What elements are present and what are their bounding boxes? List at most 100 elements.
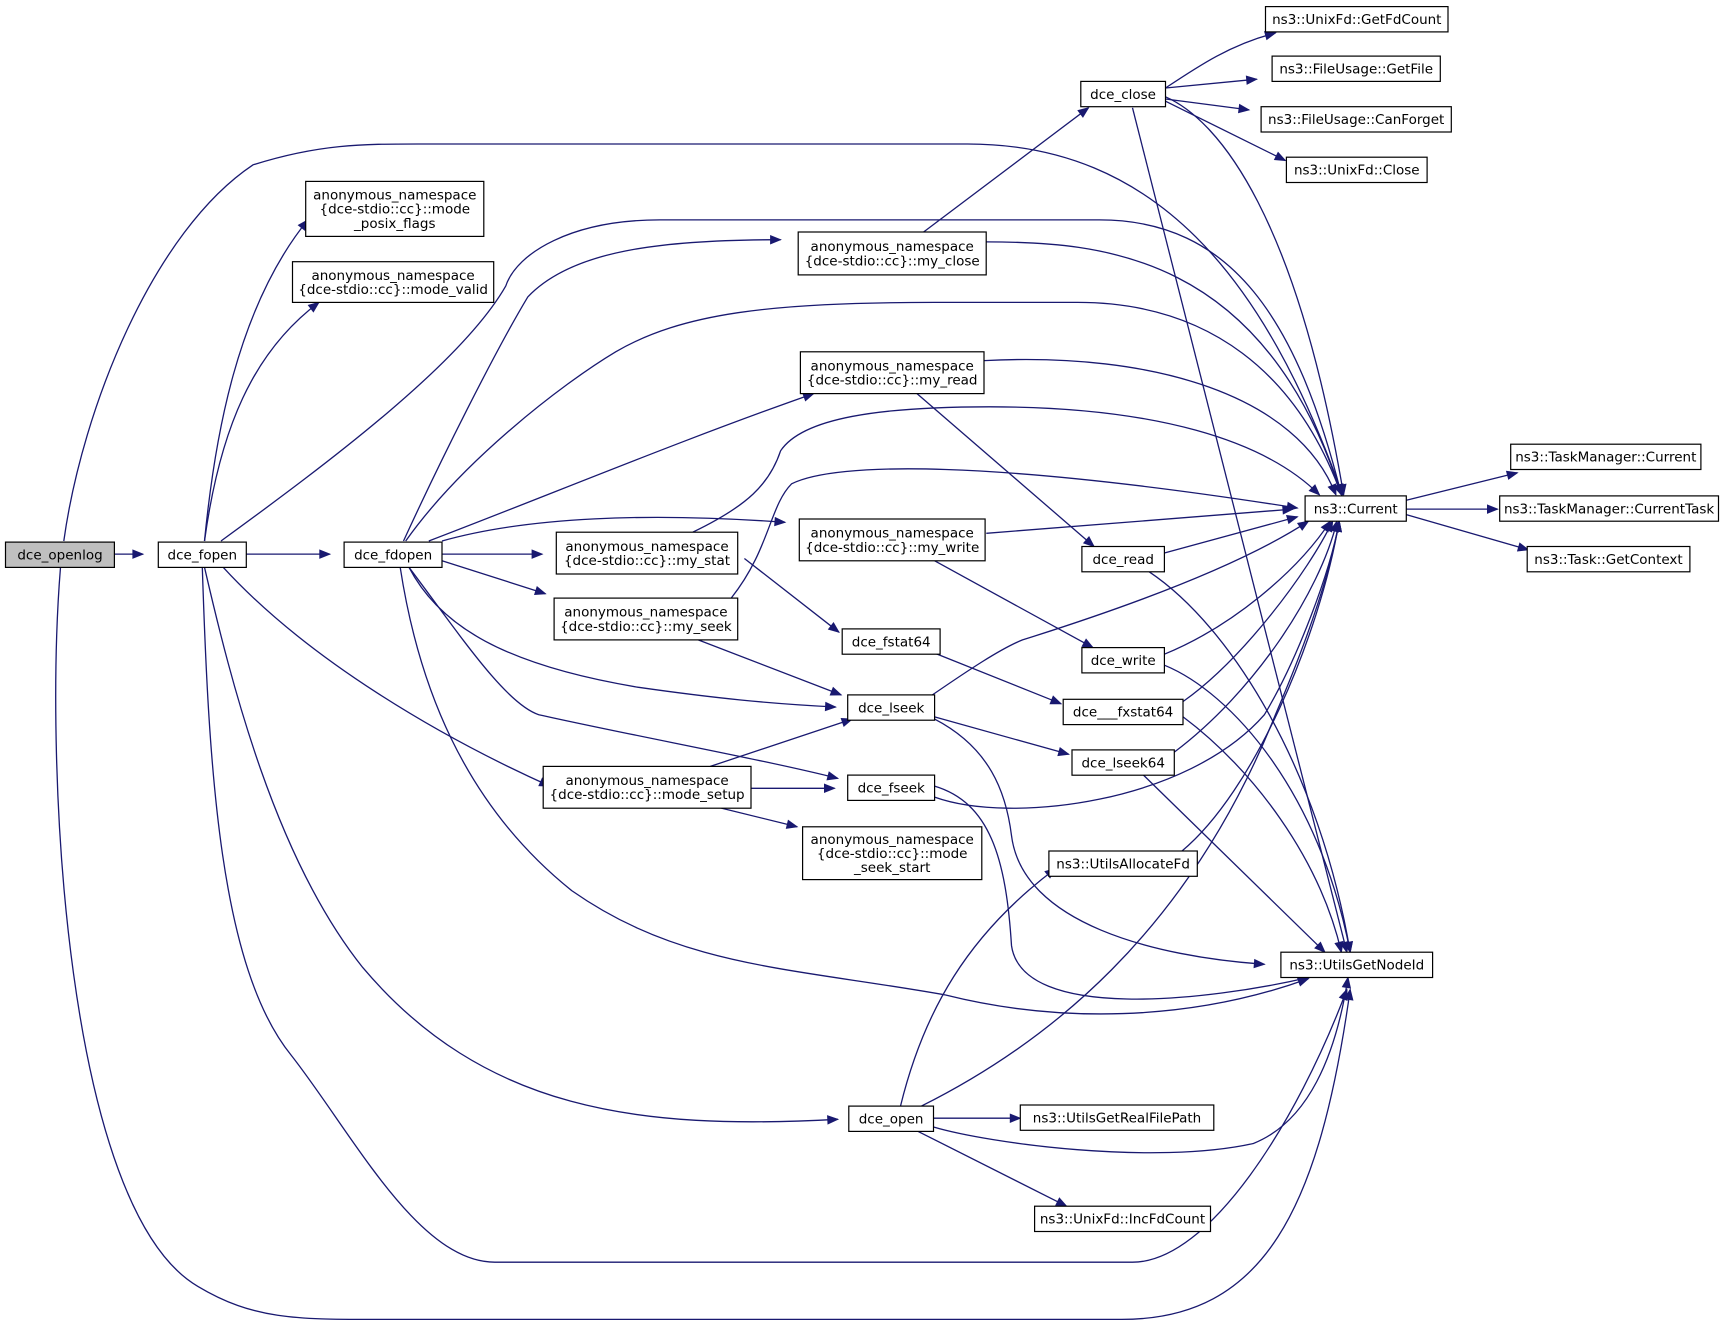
node-box[interactable] bbox=[799, 351, 985, 395]
node-box[interactable] bbox=[1304, 495, 1407, 522]
edge-line bbox=[916, 393, 1095, 547]
edge-line bbox=[1406, 513, 1529, 551]
node-UtilsAllocateFd[interactable]: ns3::UtilsAllocateFd bbox=[1048, 850, 1198, 877]
node-my_seek[interactable]: anonymous_namespace{dce-stdio::cc}::my_s… bbox=[553, 597, 739, 641]
edge-dce_lseek64-to-UtilsGetNodeId bbox=[1143, 774, 1326, 954]
edge-arrowhead bbox=[1077, 106, 1090, 118]
node-label: dce_fopen bbox=[168, 548, 238, 564]
edge-arrowhead bbox=[1253, 958, 1266, 969]
node-box[interactable] bbox=[1071, 749, 1175, 776]
node-mode_valid[interactable]: anonymous_namespace{dce-stdio::cc}::mode… bbox=[291, 261, 495, 304]
node-dce_fstat64[interactable]: dce_fstat64 bbox=[841, 628, 941, 655]
node-box[interactable] bbox=[1526, 545, 1691, 573]
node-box[interactable] bbox=[157, 541, 247, 568]
edge-dce_lseek-to-ns3Current bbox=[932, 520, 1310, 696]
node-box[interactable] bbox=[1280, 951, 1434, 979]
node-box[interactable] bbox=[797, 231, 987, 276]
node-mode_seek_start[interactable]: anonymous_namespace{dce-stdio::cc}::mode… bbox=[801, 826, 983, 881]
edge-line bbox=[710, 718, 853, 768]
node-dce_open[interactable]: dce_open bbox=[848, 1105, 935, 1132]
edge-dce_fdopen-to-my_read bbox=[428, 392, 815, 542]
node-TaskManagerCurrent[interactable]: ns3::TaskManager::Current bbox=[1510, 443, 1702, 471]
node-box[interactable] bbox=[841, 628, 941, 655]
node-box[interactable] bbox=[1264, 5, 1449, 33]
node-dce_read[interactable]: dce_read bbox=[1081, 545, 1166, 573]
node-dce_write[interactable]: dce_write bbox=[1081, 646, 1166, 674]
node-box[interactable] bbox=[542, 765, 752, 809]
node-box[interactable] bbox=[1271, 55, 1441, 82]
node-box[interactable] bbox=[1510, 443, 1702, 471]
edge-my_read-to-dce_read bbox=[916, 393, 1096, 548]
node-box[interactable] bbox=[798, 518, 986, 562]
edge-arrowhead bbox=[1009, 1113, 1022, 1123]
node-label: ns3::Current bbox=[1314, 501, 1398, 517]
node-box[interactable] bbox=[801, 826, 983, 881]
node-label: {dce-stdio::cc}::my_seek bbox=[560, 619, 732, 635]
node-box[interactable] bbox=[555, 531, 739, 575]
node-label: ns3::FileUsage::GetFile bbox=[1279, 62, 1433, 78]
node-label: _seek_start bbox=[853, 860, 930, 876]
node-label: _posix_flags bbox=[353, 216, 435, 232]
edge-my_close-to-dce_close bbox=[923, 106, 1090, 233]
node-box[interactable] bbox=[4, 541, 116, 568]
node-dce_lseek64[interactable]: dce_lseek64 bbox=[1071, 749, 1175, 776]
node-IncFdCount[interactable]: ns3::UnixFd::IncFdCount bbox=[1033, 1205, 1212, 1233]
node-UnixFdClose[interactable]: ns3::UnixFd::Close bbox=[1285, 156, 1428, 184]
edge-dce_fopen-to-UtilsGetNodeId bbox=[201, 567, 1348, 1263]
node-dce_fdopen[interactable]: dce_fdopen bbox=[343, 541, 443, 568]
edge-line bbox=[1143, 774, 1326, 953]
node-ns3Current[interactable]: ns3::Current bbox=[1304, 495, 1407, 522]
node-box[interactable] bbox=[848, 1105, 935, 1132]
node-CanForget[interactable]: ns3::FileUsage::CanForget bbox=[1260, 106, 1452, 133]
node-mode_setup[interactable]: anonymous_namespace{dce-stdio::cc}::mode… bbox=[542, 765, 752, 809]
node-label: {dce-stdio::cc}::my_close bbox=[805, 253, 980, 269]
node-box[interactable] bbox=[1285, 156, 1428, 184]
edge-ns3Current-to-TaskManagerCurrentTask bbox=[1406, 504, 1499, 514]
edge-arrowhead bbox=[770, 234, 782, 245]
node-box[interactable] bbox=[1081, 545, 1166, 573]
node-GetFdCount[interactable]: ns3::UnixFd::GetFdCount bbox=[1264, 5, 1449, 33]
node-my_stat[interactable]: anonymous_namespace{dce-stdio::cc}::my_s… bbox=[555, 531, 739, 575]
node-UtilsGetRealFilePath[interactable]: ns3::UtilsGetRealFilePath bbox=[1019, 1104, 1215, 1131]
node-mode_posix_flags[interactable]: anonymous_namespace{dce-stdio::cc}::mode… bbox=[305, 180, 485, 237]
node-box[interactable] bbox=[305, 180, 485, 237]
node-label: dce_fdopen bbox=[354, 548, 432, 564]
node-UtilsGetNodeId[interactable]: ns3::UtilsGetNodeId bbox=[1280, 951, 1434, 979]
node-dce_openlog[interactable]: dce_openlog bbox=[4, 541, 116, 568]
node-box[interactable] bbox=[553, 597, 739, 641]
node-box[interactable] bbox=[847, 774, 936, 801]
node-TaskManagerCurrentTask[interactable]: ns3::TaskManager::CurrentTask bbox=[1499, 495, 1720, 522]
node-box[interactable] bbox=[847, 694, 936, 721]
node-box[interactable] bbox=[1499, 495, 1720, 522]
node-box[interactable] bbox=[1260, 106, 1452, 133]
edge-line bbox=[441, 560, 546, 595]
node-GetFile[interactable]: ns3::FileUsage::GetFile bbox=[1271, 55, 1441, 82]
edge-arrowhead bbox=[1341, 976, 1352, 989]
node-box[interactable] bbox=[1062, 698, 1184, 726]
edge-arrowhead bbox=[1273, 151, 1287, 162]
node-box[interactable] bbox=[291, 261, 495, 304]
edge-line bbox=[933, 977, 1349, 1154]
node-dce_lseek[interactable]: dce_lseek bbox=[847, 694, 936, 721]
node-TaskGetContext[interactable]: ns3::Task::GetContext bbox=[1526, 545, 1691, 573]
node-dce_close[interactable]: dce_close bbox=[1080, 80, 1167, 108]
edge-dce_lseek-to-UtilsGetNodeId bbox=[934, 718, 1266, 969]
node-my_read[interactable]: anonymous_namespace{dce-stdio::cc}::my_r… bbox=[799, 351, 985, 395]
node-box[interactable] bbox=[1019, 1104, 1215, 1131]
node-dce_fseek[interactable]: dce_fseek bbox=[847, 774, 936, 801]
node-dce_fopen[interactable]: dce_fopen bbox=[157, 541, 247, 568]
edge-dce_close-to-UnixFdClose bbox=[1165, 100, 1287, 162]
node-my_write[interactable]: anonymous_namespace{dce-stdio::cc}::my_w… bbox=[798, 518, 986, 562]
edge-arrowhead bbox=[1264, 31, 1277, 41]
node-label: ns3::Task::GetContext bbox=[1534, 552, 1682, 568]
node-box[interactable] bbox=[1033, 1205, 1212, 1233]
node-box[interactable] bbox=[1048, 850, 1198, 877]
node-my_close[interactable]: anonymous_namespace{dce-stdio::cc}::my_c… bbox=[797, 231, 987, 276]
node-box[interactable] bbox=[1081, 646, 1166, 674]
edge-arrowhead bbox=[1332, 519, 1343, 533]
node-dce___fxstat64[interactable]: dce___fxstat64 bbox=[1062, 698, 1184, 726]
node-box[interactable] bbox=[1080, 80, 1167, 108]
node-box[interactable] bbox=[343, 541, 443, 568]
node-label: anonymous_namespace bbox=[811, 526, 974, 542]
edge-line bbox=[932, 520, 1309, 696]
